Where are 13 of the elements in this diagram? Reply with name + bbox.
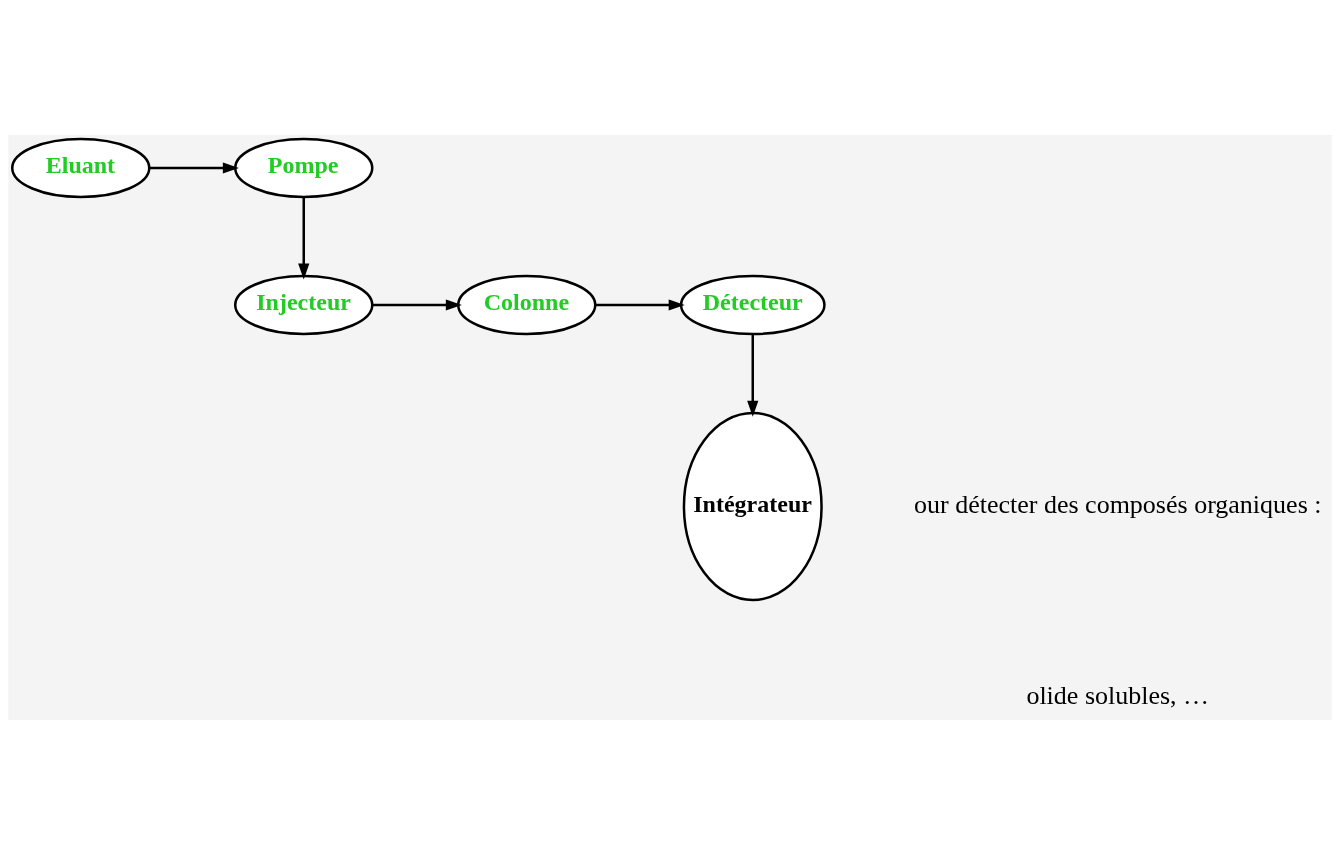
- arrow: [747, 334, 759, 417]
- label: olide solubles, …: [1026, 680, 1210, 710]
- node-ellipse: Pompe: [234, 137, 374, 199]
- arrow: [149, 162, 239, 174]
- label: our détecter des composés organiques :: [914, 489, 1322, 519]
- node-ellipse: Eluant: [11, 137, 151, 199]
- node-ellipse: Détecteur: [679, 274, 826, 336]
- node-ellipse: Injecteur: [234, 274, 374, 336]
- node-ellipse: Colonne: [457, 274, 597, 336]
- arrow: [595, 299, 685, 311]
- arrow: [298, 197, 310, 280]
- node-ellipse: Intégrateur: [682, 411, 823, 602]
- arrow: [372, 299, 462, 311]
